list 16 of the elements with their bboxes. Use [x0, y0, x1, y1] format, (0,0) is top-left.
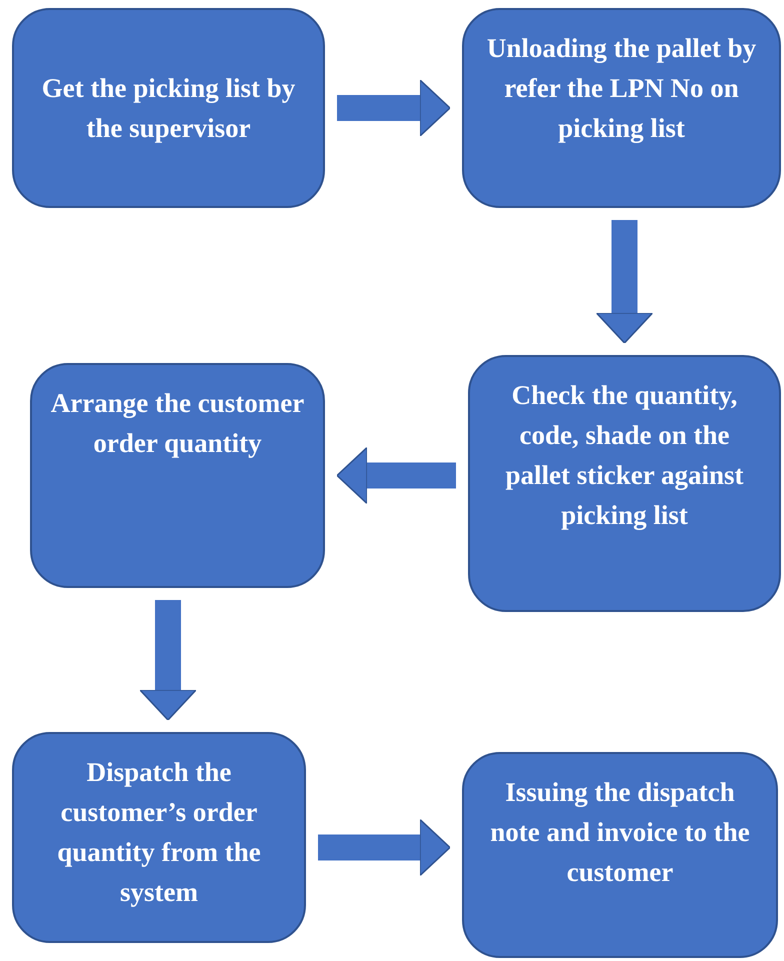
step-text: Arrange the customer order quantity [50, 387, 306, 460]
step-text: Unloading the pallet by refer the LPN No on picking list [486, 32, 758, 145]
process-box [12, 732, 306, 943]
step-text: Get the picking list by the supervisor [40, 72, 296, 145]
block-arrow [337, 79, 451, 137]
process-box [12, 8, 325, 208]
block-arrow [596, 220, 654, 344]
process-box [468, 355, 781, 612]
process-box [462, 8, 781, 208]
step-text: Check the quantity, code, shade on the pallet sticker against picking list [504, 379, 744, 532]
process-box [30, 363, 325, 588]
block-arrow [336, 446, 456, 504]
step-text: Issuing the dispatch note and invoice to the customer [489, 776, 751, 889]
block-arrow [139, 600, 197, 721]
step-text: Dispatch the customer’s order quantity from the system [56, 756, 262, 909]
process-box [462, 752, 778, 958]
